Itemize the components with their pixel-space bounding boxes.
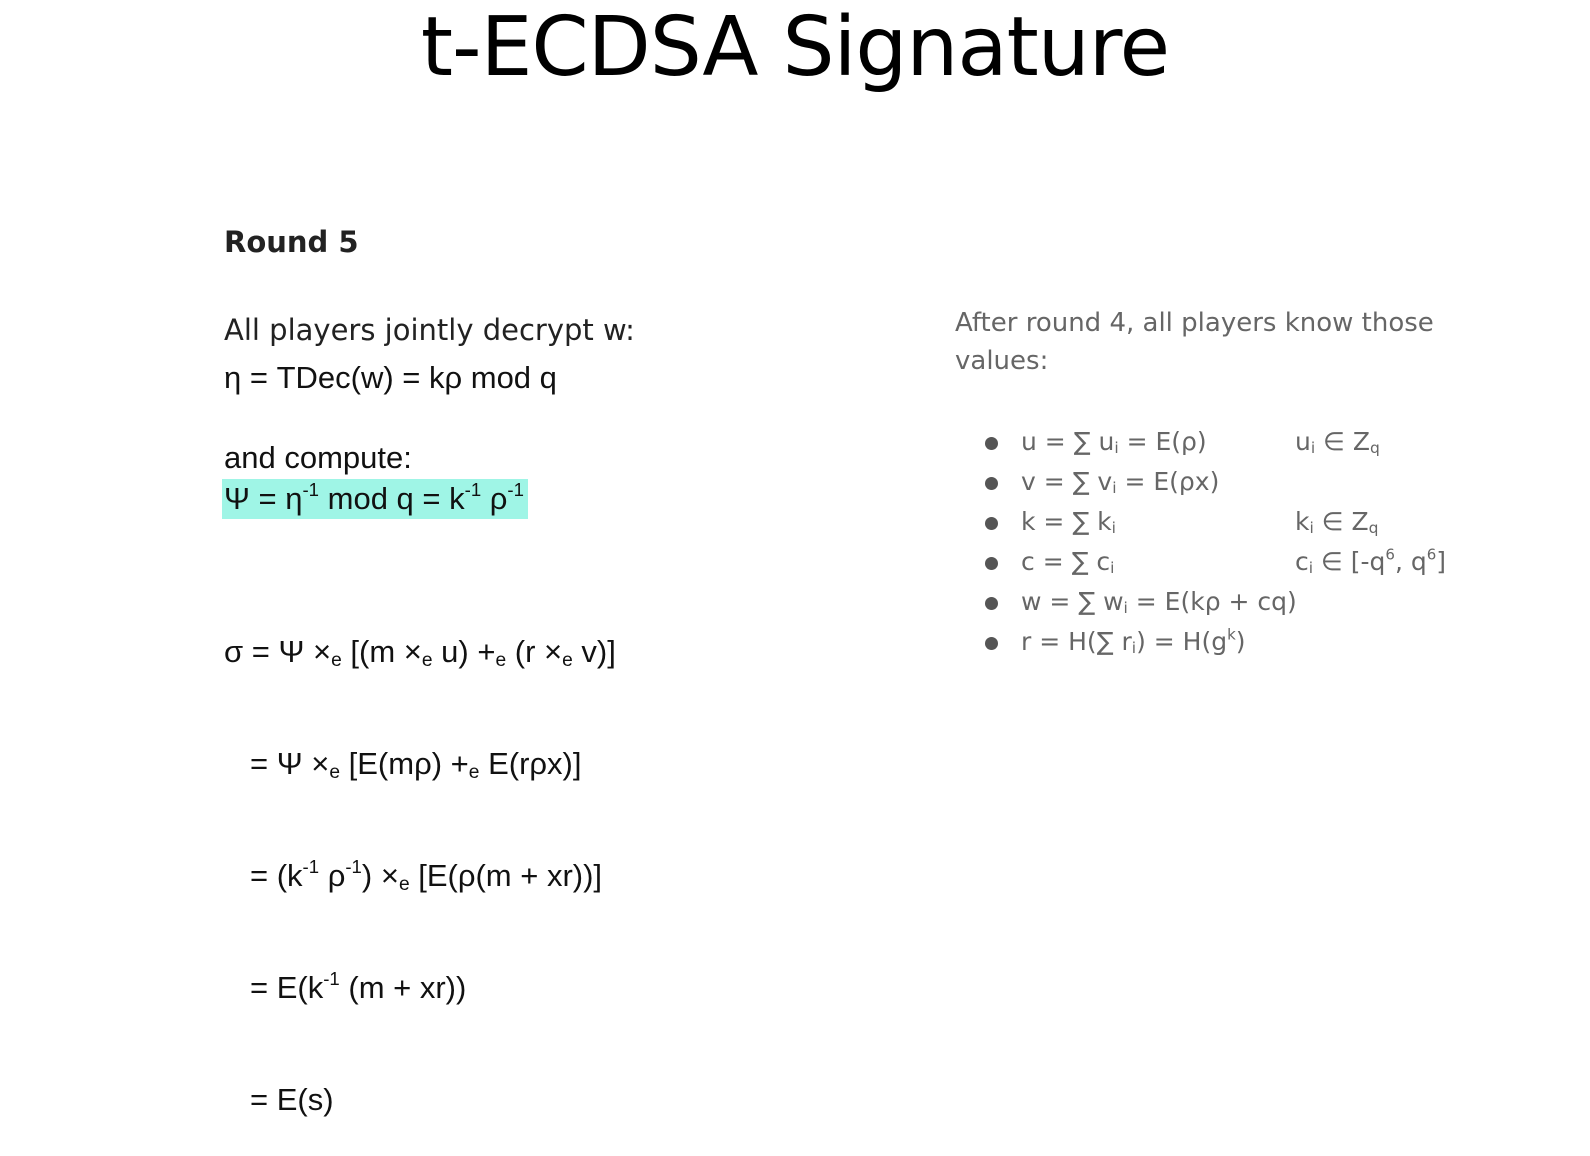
eta-equation: η = TDec(w) = kρ mod q [224, 360, 557, 395]
psi-equation-highlighted: Ψ = η-1 mod q = k-1 ρ-1 [222, 479, 528, 519]
psi-part: mod q = k [319, 481, 465, 516]
sigma-line-2: = Ψ ×e [E(mρ) +e E(rρx)] [224, 744, 616, 784]
formula-text: w = ∑ w [1021, 587, 1124, 616]
bullet-note: ki ∈ Zq [1295, 502, 1378, 542]
bullet-note: ci ∈ [-q6, q6] [1295, 542, 1446, 582]
formula-text: (m + xr)) [339, 970, 467, 1005]
formula-subscript: i [1123, 599, 1128, 618]
formula-subscript: e [398, 873, 410, 895]
formula-text: = E(k [250, 970, 324, 1005]
sigma-line-4: = E(k-1 (m + xr)) [224, 968, 616, 1008]
formula-text: [(m × [341, 634, 422, 669]
formula-text: = Ψ × [250, 746, 330, 781]
bullet-formula: c = ∑ ci [1021, 542, 1114, 582]
list-item-u: u = ∑ ui = E(ρ) ui ∈ Zq [985, 422, 1545, 462]
list-item-v: v = ∑ vi = E(ρx) [985, 462, 1545, 502]
bullet-formula: r = H(∑ ri) = H(gk) [1021, 622, 1246, 662]
formula-text: ) × [361, 858, 399, 893]
note-text: ] [1436, 547, 1447, 576]
formula-text: u) + [432, 634, 496, 669]
formula-text: = E(ρx) [1116, 467, 1220, 496]
formula-text: v)] [572, 634, 616, 669]
note-text: , q [1394, 547, 1427, 576]
sigma-line-5: = E(s) [250, 1082, 334, 1117]
formula-subscript: i [1112, 479, 1117, 498]
bullet-note: ui ∈ Zq [1295, 422, 1380, 462]
formula-subscript: e [329, 761, 341, 783]
decrypt-intro: All players jointly decrypt w: [224, 313, 635, 347]
psi-part: ρ [481, 481, 508, 516]
note-text: c [1295, 547, 1309, 576]
formula-superscript: -1 [323, 967, 340, 989]
slide-title: t-ECDSA Signature [420, 0, 1170, 95]
note-text: u [1295, 427, 1311, 456]
bullet-dot-icon [985, 437, 998, 450]
formula-text: = E(ρ) [1118, 427, 1207, 456]
formula-subscript: i [1131, 639, 1137, 658]
formula-text: c = ∑ c [1021, 547, 1111, 576]
list-item-k: k = ∑ ki ki ∈ Zq [985, 502, 1545, 542]
formula-subscript: e [495, 649, 507, 671]
psi-part: Ψ = η [224, 481, 303, 516]
list-item-r: r = H(∑ ri) = H(gk) [985, 622, 1545, 662]
formula-text: [E(mρ) + [340, 746, 469, 781]
bullet-formula: k = ∑ ki [1021, 502, 1116, 542]
compute-label: and compute: [224, 440, 412, 475]
formula-subscript: e [562, 649, 573, 671]
sigma-derivation: σ = Ψ ×e [(m ×e u) +e (r ×e v)] = Ψ ×e [… [224, 560, 616, 1156]
note-subscript: i [1308, 559, 1314, 578]
formula-subscript: i [1114, 439, 1119, 458]
note-text: ∈ [-q [1313, 547, 1386, 576]
formula-text: = E(kρ + cq) [1127, 587, 1297, 616]
psi-superscript: -1 [464, 478, 482, 500]
note-subscript: q [1369, 439, 1380, 458]
bullet-dot-icon [985, 477, 998, 490]
formula-text: [E(ρ(m + xr))] [409, 858, 603, 893]
formula-text: ) = H(g [1136, 627, 1228, 656]
known-values-intro: After round 4, all players know those va… [955, 308, 1434, 376]
formula-subscript: i [1110, 559, 1115, 578]
formula-subscript: i [1111, 519, 1116, 538]
round-heading: Round 5 [224, 225, 359, 259]
bullet-formula: w = ∑ wi = E(kρ + cq) [1021, 582, 1297, 622]
formula-text: u = ∑ u [1021, 427, 1115, 456]
note-superscript: 6 [1385, 545, 1395, 564]
bullet-dot-icon [985, 517, 998, 530]
psi-superscript: -1 [302, 478, 320, 500]
note-subscript: i [1310, 439, 1316, 458]
formula-text: ) [1235, 627, 1246, 656]
formula-subscript: e [421, 649, 433, 671]
formula-text: r = H(∑ r [1021, 627, 1132, 656]
known-values-list: u = ∑ ui = E(ρ) ui ∈ Zq v = ∑ vi = E(ρx)… [985, 422, 1545, 662]
formula-superscript: -1 [302, 855, 320, 877]
sigma-line-3: = (k-1 ρ-1) ×e [E(ρ(m + xr))] [224, 856, 616, 896]
formula-text: σ = Ψ × [224, 634, 332, 669]
formula-text: v = ∑ v [1021, 467, 1113, 496]
formula-superscript: -1 [345, 855, 362, 877]
bullet-formula: u = ∑ ui = E(ρ) [1021, 422, 1207, 462]
bullet-dot-icon [985, 557, 998, 570]
bullet-formula: v = ∑ vi = E(ρx) [1021, 462, 1219, 502]
formula-text: ρ [319, 858, 346, 893]
formula-text: E(rρx)] [479, 746, 582, 781]
note-subscript: i [1309, 519, 1314, 538]
list-item-w: w = ∑ wi = E(kρ + cq) [985, 582, 1545, 622]
formula-text: (r × [506, 634, 563, 669]
psi-superscript: -1 [507, 478, 524, 500]
formula-text: = (k [250, 858, 303, 893]
note-text: ∈ Z [1313, 507, 1369, 536]
bullet-dot-icon [985, 637, 998, 650]
note-text: k [1295, 507, 1310, 536]
sigma-line-1: σ = Ψ ×e [(m ×e u) +e (r ×e v)] [224, 632, 616, 672]
list-item-c: c = ∑ ci ci ∈ [-q6, q6] [985, 542, 1545, 582]
formula-text: k = ∑ k [1021, 507, 1112, 536]
formula-superscript: k [1227, 625, 1236, 644]
bullet-dot-icon [985, 597, 998, 610]
formula-subscript: e [468, 761, 480, 783]
note-subscript: q [1368, 519, 1379, 538]
note-text: ∈ Z [1315, 427, 1370, 456]
note-superscript: 6 [1426, 545, 1437, 564]
formula-subscript: e [331, 649, 342, 671]
